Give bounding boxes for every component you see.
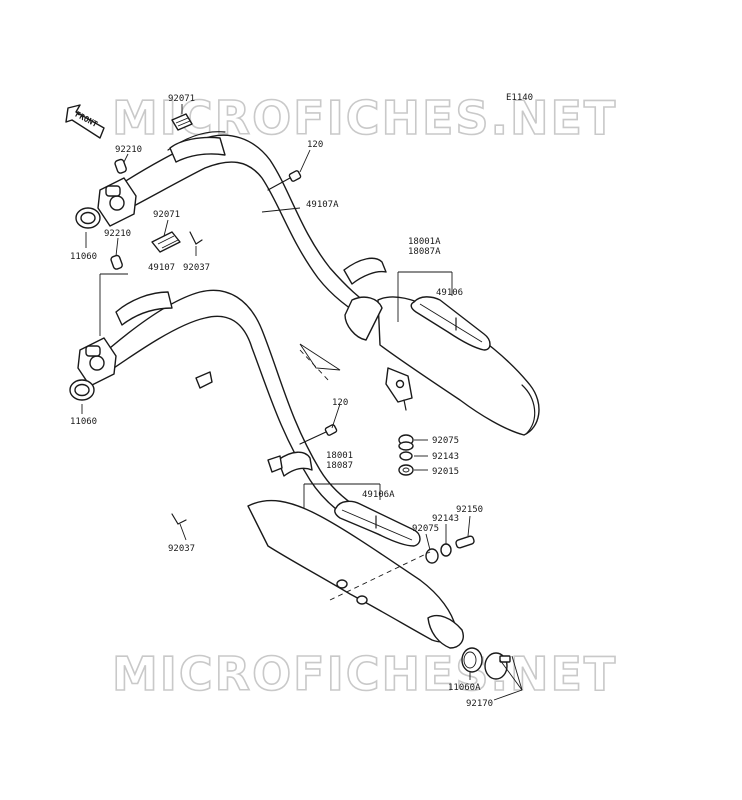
tail-gasket xyxy=(461,647,483,673)
bolt-upper xyxy=(267,170,302,191)
nut-upper xyxy=(398,464,414,476)
label-49106: 49106 xyxy=(436,288,463,298)
muffler-upper xyxy=(344,296,540,436)
label-18001A: 18001A xyxy=(408,237,441,247)
label-92075-top: 92075 xyxy=(432,436,459,446)
diagram-code: E1140 xyxy=(506,93,533,103)
flange-upper xyxy=(97,177,137,227)
front-arrow-icon: FRONT xyxy=(65,104,105,139)
dash-lower xyxy=(329,551,431,601)
stud-top xyxy=(114,158,127,174)
heat-plate-upper xyxy=(410,296,491,351)
label-92143-top: 92143 xyxy=(432,452,459,462)
label-11060-low: 11060 xyxy=(70,417,97,427)
flange-lower xyxy=(77,337,117,387)
label-92210-mid: 92210 xyxy=(104,229,131,239)
stud-upper xyxy=(110,254,123,270)
bracket-mid xyxy=(195,371,213,389)
collar-upper xyxy=(399,451,413,461)
label-49107: 49107 xyxy=(148,263,175,273)
label-92075-low: 92075 xyxy=(412,524,439,534)
label-92037-top: 92037 xyxy=(183,263,210,273)
clip-upper xyxy=(189,231,203,245)
label-92037-low: 92037 xyxy=(168,544,195,554)
label-11060-top: 11060 xyxy=(70,252,97,262)
watermark-bottom: MICROFICHES.NET xyxy=(112,647,617,701)
label-120-low: 120 xyxy=(332,398,348,408)
grommet-upper xyxy=(398,434,414,451)
bracket-lower xyxy=(267,455,283,473)
label-92210-top: 92210 xyxy=(115,145,142,155)
pad-mid xyxy=(151,231,181,253)
label-92150: 92150 xyxy=(456,505,483,515)
collar-lower xyxy=(440,543,452,557)
gasket-lower xyxy=(69,379,95,401)
label-92170: 92170 xyxy=(466,699,493,709)
label-18001: 18001 xyxy=(326,451,353,461)
label-92143-low: 92143 xyxy=(432,514,459,524)
arrow-upper xyxy=(299,343,341,371)
label-18087: 18087 xyxy=(326,461,353,471)
label-49106A: 49106A xyxy=(362,490,395,500)
gasket-upper xyxy=(75,207,101,229)
label-120-top: 120 xyxy=(307,140,323,150)
label-18087A: 18087A xyxy=(408,247,441,257)
clamp-92170 xyxy=(484,652,511,680)
bolt-lower xyxy=(299,424,338,445)
grommet-lower xyxy=(425,548,439,564)
label-92071-mid: 92071 xyxy=(153,210,180,220)
label-49107A: 49107A xyxy=(306,200,339,210)
label-11060A: 11060A xyxy=(448,683,481,693)
label-92015: 92015 xyxy=(432,467,459,477)
label-92071-top: 92071 xyxy=(168,94,195,104)
pad-top xyxy=(171,113,193,131)
clip-lower xyxy=(171,513,187,525)
exhaust-pipe-lower xyxy=(95,289,391,536)
bolt-92150 xyxy=(455,535,475,549)
muffler-lower xyxy=(247,499,464,649)
watermark-top: MICROFICHES.NET xyxy=(112,91,617,145)
leader-lines xyxy=(81,104,523,701)
heat-plate-lower xyxy=(334,500,421,547)
